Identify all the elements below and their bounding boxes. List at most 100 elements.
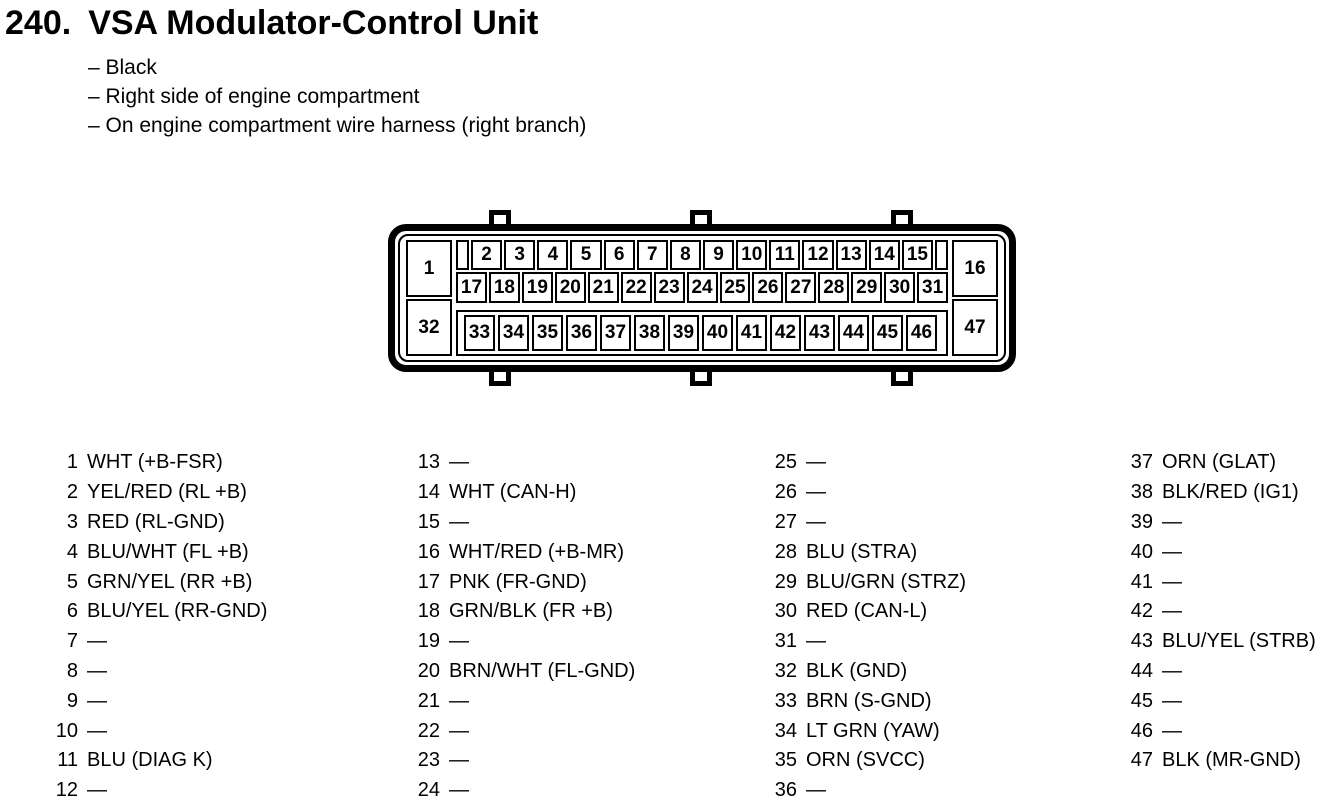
connector-pin-40: 40 <box>702 315 733 351</box>
pin-number: 14 <box>417 481 440 504</box>
pin-row-7: 7— <box>52 627 267 657</box>
pin-number: 23 <box>417 749 440 772</box>
pin-row-19: 19— <box>414 627 635 657</box>
pin-number: 10 <box>55 719 78 742</box>
pin-row-25: 25 — <box>771 448 966 478</box>
pin-number: 26 <box>774 481 797 504</box>
section-number: 240. <box>5 4 72 42</box>
pin-wire: — <box>1162 570 1182 593</box>
pin-number: 22 <box>417 719 440 742</box>
pin-row-13: 13 — <box>414 448 635 478</box>
connector-pin-30: 30 <box>884 272 916 303</box>
connector-pin-1: 1 <box>406 240 452 297</box>
pin-number: 18 <box>417 600 440 623</box>
pin-wire: — <box>449 779 469 802</box>
pin-number: 45 <box>1130 689 1153 712</box>
pin-row-24: 24— <box>414 776 635 806</box>
pin-wire: WHT/RED (+B-MR) <box>449 540 624 563</box>
connector-pin-33: 33 <box>464 315 495 351</box>
connector-pin-23: 23 <box>653 272 685 303</box>
pin-number: 4 <box>66 540 78 563</box>
connector-pin-42: 42 <box>770 315 801 351</box>
pin-row-40: 40— <box>1127 537 1316 567</box>
pin-number: 13 <box>417 451 440 474</box>
pin-wire: BRN (S-GND) <box>806 689 932 712</box>
pin-row-44: 44— <box>1127 657 1316 687</box>
pin-row-26: 26— <box>771 478 966 508</box>
pin-wire: — <box>806 630 826 653</box>
pin-wire: — <box>87 719 107 742</box>
pin-wire: RED (CAN-L) <box>806 600 928 623</box>
connector-pin-24: 24 <box>686 272 718 303</box>
pin-number: 16 <box>417 540 440 563</box>
pin-row-23: 23— <box>414 746 635 776</box>
connector-right-column: 16 47 <box>952 240 998 356</box>
pin-wire: BLU (STRA) <box>806 540 918 563</box>
pin-row-42: 42 — <box>1127 597 1316 627</box>
page-heading: 240. VSA Modulator-Control Unit <box>5 4 538 43</box>
pin-row-16: 16 WHT/RED (+B-MR) <box>414 537 635 567</box>
pin-wire: — <box>87 630 107 653</box>
pin-wire: — <box>1162 600 1182 623</box>
connector-pin-2: 2 <box>471 240 503 270</box>
connector-pin-41: 41 <box>736 315 767 351</box>
pin-number: 1 <box>66 451 78 474</box>
pin-number: 6 <box>66 600 78 623</box>
connector-pin-3: 3 <box>504 240 536 270</box>
pin-wire: BLU/GRN (STRZ) <box>806 570 966 593</box>
note-line: – Black <box>88 56 157 79</box>
connector-pin-35: 35 <box>532 315 563 351</box>
connector-pin-44: 44 <box>838 315 869 351</box>
connector-pin-27: 27 <box>785 272 817 303</box>
pin-wire: — <box>87 659 107 682</box>
pin-row-34: 34 LT GRN (YAW) <box>771 716 966 746</box>
pin-wire: WHT (+B-FSR) <box>87 451 223 474</box>
connector-pin-19: 19 <box>521 272 553 303</box>
connector-pin-26: 26 <box>752 272 784 303</box>
connector-pin-11: 11 <box>769 240 801 270</box>
pin-number: 20 <box>417 659 440 682</box>
pin-wire: RED (RL-GND) <box>87 510 225 533</box>
pin-number: 25 <box>774 451 797 474</box>
pin-wire: — <box>1162 659 1182 682</box>
pin-number: 28 <box>774 540 797 563</box>
connector-pin-38: 38 <box>634 315 665 351</box>
note-line: – On engine compartment wire harness (ri… <box>88 114 587 137</box>
pin-row-1: 1 WHT (+B-FSR) <box>52 448 267 478</box>
pin-number: 15 <box>417 510 440 533</box>
pin-number: 34 <box>774 719 797 742</box>
pin-number: 19 <box>417 630 440 653</box>
pin-number: 17 <box>417 570 440 593</box>
pin-wire: BLU/YEL (RR-GND) <box>87 600 268 623</box>
connector-pin-9: 9 <box>702 240 735 270</box>
connector-pin-45: 45 <box>872 315 903 351</box>
connector-left-column: 1 32 <box>406 240 452 356</box>
pin-row-22: 22— <box>414 716 635 746</box>
connector-pin-29: 29 <box>851 272 883 303</box>
pin-number: 27 <box>774 510 797 533</box>
pin-wire: GRN/YEL (RR +B) <box>87 570 253 593</box>
pin-wire: LT GRN (YAW) <box>806 719 940 742</box>
pin-wire: — <box>449 451 469 474</box>
pin-wire: — <box>806 451 826 474</box>
pin-wire: WHT (CAN-H) <box>449 481 577 504</box>
pin-row-27: 27— <box>771 508 966 538</box>
connector-pin-47: 47 <box>952 299 998 356</box>
pin-number: 42 <box>1130 600 1153 623</box>
connector-pin-4: 4 <box>537 240 569 270</box>
pin-wire: — <box>1162 719 1182 742</box>
connector-pin-17: 17 <box>456 272 487 303</box>
